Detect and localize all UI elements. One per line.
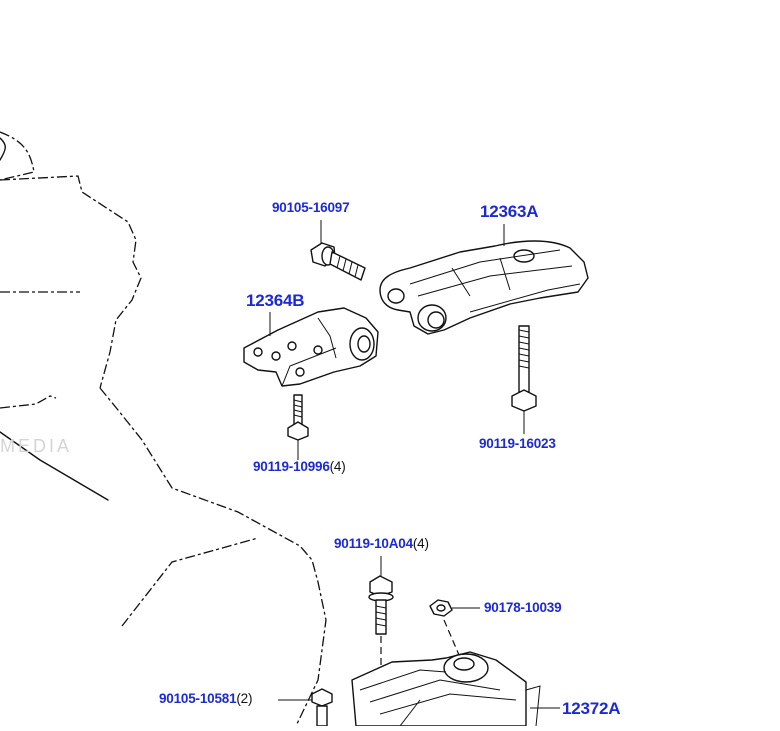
part-label-12372a[interactable]: 12372A: [562, 699, 621, 719]
bolt-90105-10581[interactable]: [278, 688, 333, 727]
part-quantity: (4): [412, 536, 429, 551]
engine-outline: [0, 131, 327, 727]
leader-lines: [269, 220, 505, 336]
part-label-90119-10a04[interactable]: 90119-10A04(4): [334, 536, 429, 551]
part-label-90105-16097[interactable]: 90105-16097: [272, 200, 350, 215]
part-label-90119-10996[interactable]: 90119-10996(4): [253, 459, 346, 474]
part-number[interactable]: 90178-10039: [484, 600, 562, 615]
part-number[interactable]: 12363A: [480, 202, 539, 221]
bracket-12363a[interactable]: [379, 240, 589, 335]
bolt-90105-16097[interactable]: [310, 242, 366, 281]
part-number[interactable]: 90105-16097: [272, 200, 350, 215]
part-number[interactable]: 90105-10581: [159, 691, 237, 706]
bolt-90119-10a04[interactable]: [368, 556, 394, 672]
watermark-text: MEDIA: [0, 436, 73, 456]
part-number[interactable]: 12364B: [246, 291, 305, 310]
part-number[interactable]: 90119-10A04: [334, 536, 413, 551]
part-label-90178-10039[interactable]: 90178-10039: [484, 600, 562, 615]
part-number[interactable]: 90119-10996: [253, 459, 330, 474]
part-number[interactable]: 90119-16023: [479, 436, 556, 451]
bolt-90119-10996[interactable]: [287, 394, 309, 460]
part-number[interactable]: 12372A: [562, 699, 621, 718]
bracket-12364b[interactable]: [243, 307, 379, 387]
part-label-12363a[interactable]: 12363A: [480, 202, 539, 222]
part-label-12364b[interactable]: 12364B: [246, 291, 305, 311]
part-quantity: (2): [236, 691, 253, 706]
part-quantity: (4): [329, 459, 346, 474]
mount-12372a[interactable]: [351, 651, 560, 727]
nut-90178-10039[interactable]: [429, 599, 480, 663]
bolt-90119-16023[interactable]: [511, 325, 537, 434]
part-label-90119-16023[interactable]: 90119-16023: [479, 436, 556, 451]
part-label-90105-10581[interactable]: 90105-10581(2): [159, 691, 252, 706]
